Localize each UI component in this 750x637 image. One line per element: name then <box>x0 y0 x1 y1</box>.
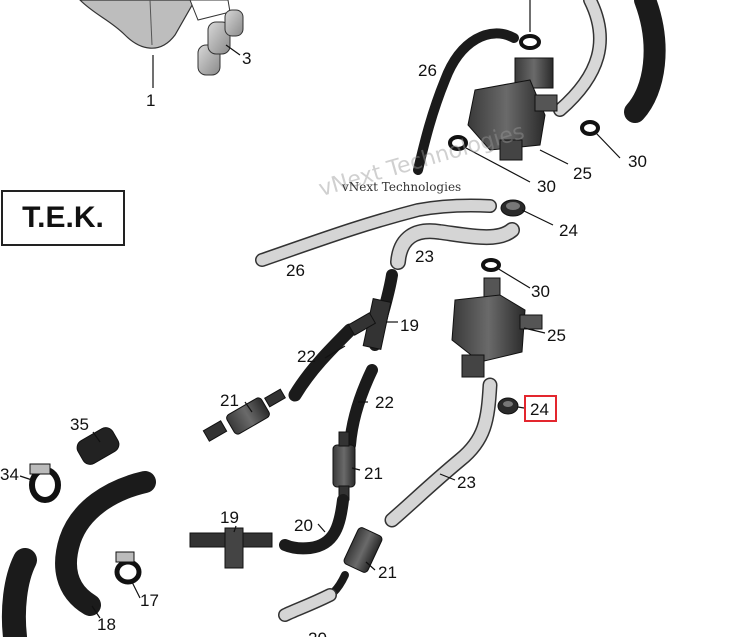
valve-25-upper <box>467 57 558 161</box>
callout-numbers: 1 3 26 25 30 30 24 23 26 30 19 25 22 21 … <box>0 49 647 637</box>
connector-19-lower <box>189 527 273 569</box>
callout-3: 3 <box>242 49 251 68</box>
part-17-clamp <box>114 551 142 585</box>
hose-20-lower <box>278 588 337 622</box>
part-3-fitting <box>197 9 244 76</box>
callout-25: 25 <box>573 164 592 183</box>
part-35-sleeve <box>76 427 120 465</box>
clamp-30-shapes <box>448 34 600 272</box>
callout-21: 21 <box>364 464 383 483</box>
callout-19: 19 <box>400 316 419 335</box>
callout-20: 20 <box>308 629 327 637</box>
callout-22: 22 <box>297 347 316 366</box>
part-34-clamp <box>29 463 61 503</box>
hose-20 <box>279 494 349 555</box>
callout-26: 26 <box>418 61 437 80</box>
callout-24: 24 <box>559 221 578 240</box>
connector-19-upper <box>347 298 392 350</box>
callout-30: 30 <box>531 282 550 301</box>
part-18-hose <box>1 471 156 637</box>
part-1-bracket <box>79 0 231 49</box>
sleeve-24-lower <box>497 397 519 415</box>
callout-23: 23 <box>415 247 434 266</box>
callout-23: 23 <box>457 473 476 492</box>
callout-22: 22 <box>375 393 394 412</box>
tek-badge: T.E.K. <box>1 190 125 246</box>
callout-21: 21 <box>378 563 397 582</box>
valve-25-lower <box>451 277 543 378</box>
callout-34: 34 <box>0 465 19 484</box>
highlight-box-24 <box>524 395 557 422</box>
callout-24-highlighted: 24 <box>530 400 549 419</box>
check-valve-21-center <box>332 431 356 501</box>
callout-17: 17 <box>140 591 159 610</box>
hose-23-upper <box>390 222 520 270</box>
sleeve-24-upper <box>500 199 526 217</box>
check-valve-21-upper <box>202 388 286 442</box>
callout-30: 30 <box>537 177 556 196</box>
callout-30: 30 <box>628 152 647 171</box>
tek-badge-text: T.E.K. <box>22 201 104 234</box>
callout-26: 26 <box>286 261 305 280</box>
watermark-small: vNext Technologies <box>342 180 462 194</box>
top-right-hoses <box>553 0 666 123</box>
hose-23-lower <box>384 377 498 528</box>
callout-18: 18 <box>97 615 116 634</box>
hose-26-lower <box>255 198 497 267</box>
callout-1: 1 <box>146 91 155 110</box>
callout-25: 25 <box>547 326 566 345</box>
leader-lines <box>19 0 621 619</box>
callout-19: 19 <box>220 508 239 527</box>
hose-26-upper <box>413 28 519 175</box>
callout-21: 21 <box>220 391 239 410</box>
callout-20: 20 <box>294 516 313 535</box>
callout-35: 35 <box>70 415 89 434</box>
